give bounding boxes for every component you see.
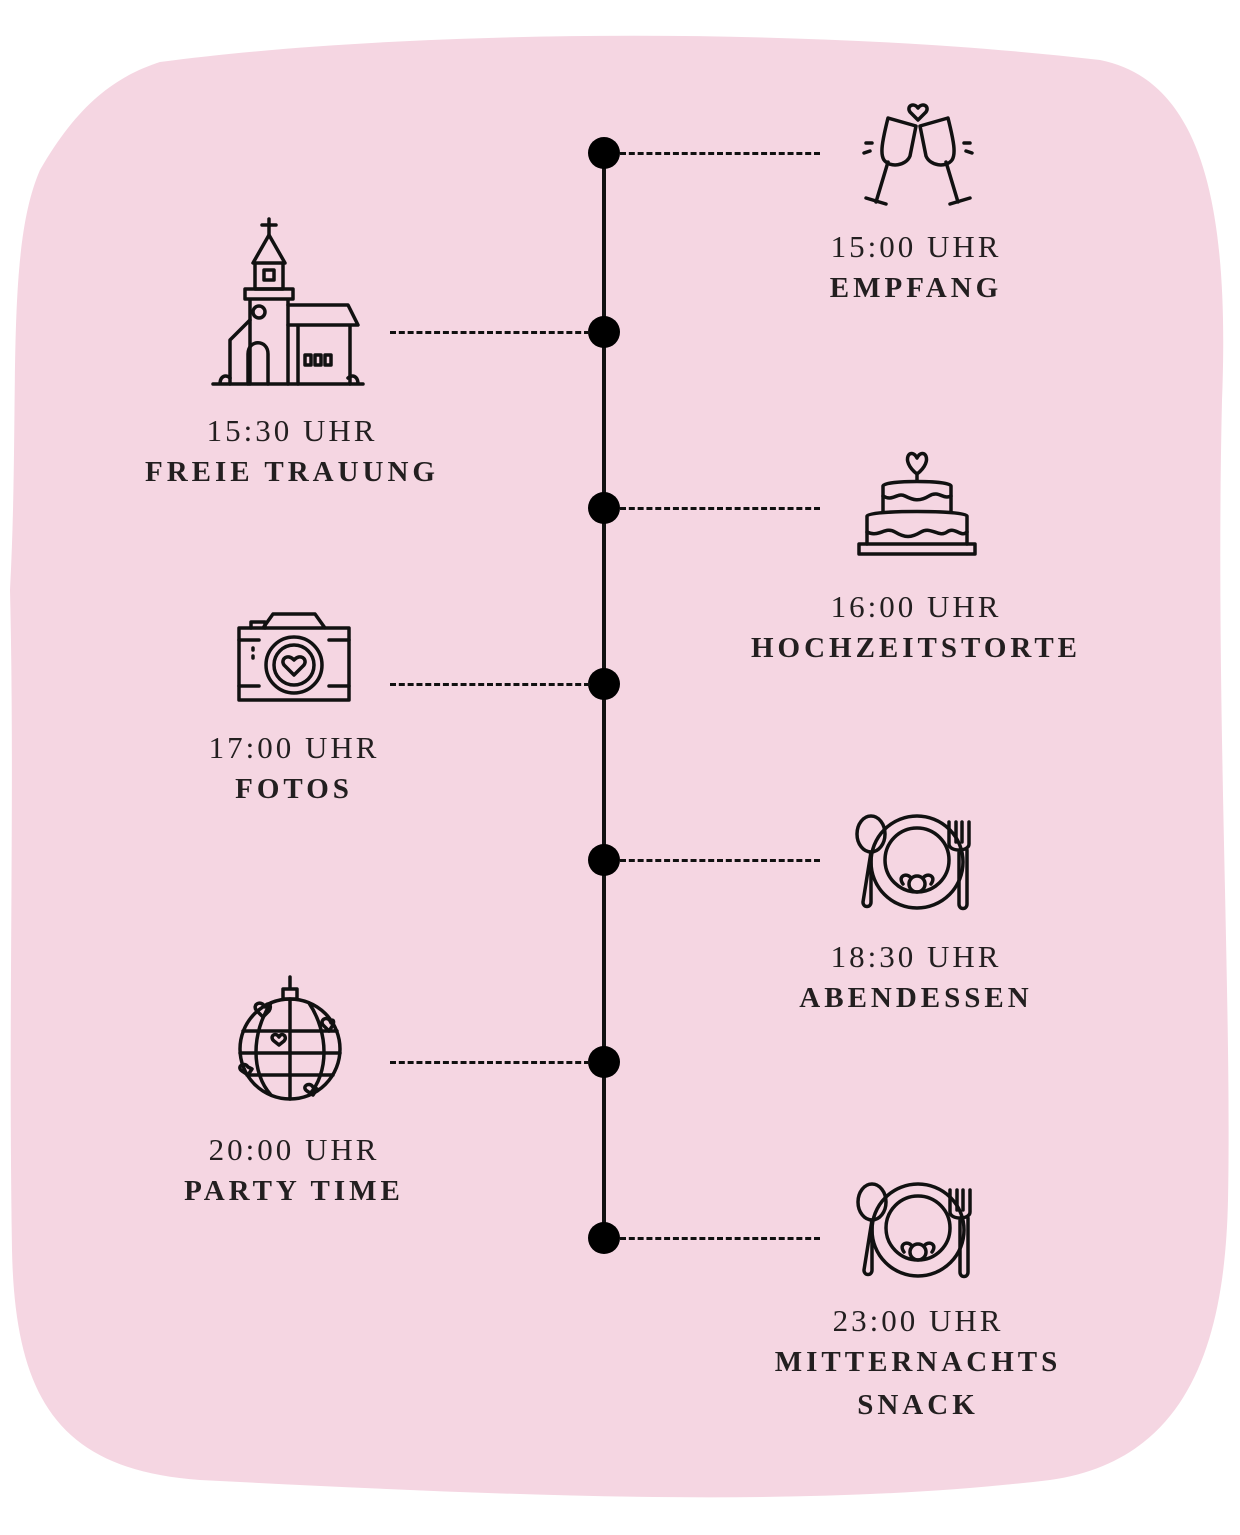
church-icon [211,217,365,386]
event-freie-trauung: 15:30 UHR FREIE TRAUUNG [82,411,502,494]
timeline-dot [588,1046,620,1078]
event-time: 23:00 UHR [832,1303,1004,1338]
timeline-dot [588,492,620,524]
event-title: HOCHZEITSTORTE [750,632,1082,664]
event-title: ABENDESSEN [799,982,1033,1014]
dinner-plate-icon [855,814,971,911]
event-party-time: 20:00 UHR PARTY TIME [84,1130,504,1213]
event-fotos: 17:00 UHR FOTOS [84,728,504,811]
event-time: 17:00 UHR [208,730,380,765]
event-abendessen: 18:30 UHR ABENDESSEN [706,937,1126,1020]
event-title-line-1: MITTERNACHTS [774,1346,1062,1378]
event-title: FREIE TRAUUNG [145,456,439,488]
connector-dashed [390,331,590,334]
connector-dashed [620,507,820,510]
event-title-line-2: SNACK [857,1389,979,1421]
champagne-glasses-icon [862,103,974,206]
timeline-dot [588,1222,620,1254]
connector-dashed [620,152,820,155]
wedding-cake-icon [857,451,977,556]
event-empfang: 15:00 UHR EMPFANG [706,227,1126,310]
event-time: 16:00 UHR [830,589,1002,624]
timeline-dot [588,844,620,876]
connector-dashed [390,683,590,686]
event-time: 18:30 UHR [830,939,1002,974]
timeline-dot [588,316,620,348]
connector-dashed [390,1061,590,1064]
event-hochzeitstorte: 16:00 UHR HOCHZEITSTORTE [706,587,1126,670]
event-title: FOTOS [235,773,353,805]
event-title: EMPFANG [829,272,1003,304]
event-mitternachts-snack: 23:00 UHR MITTERNACHTS SNACK [708,1301,1128,1427]
timeline-dot [588,137,620,169]
event-title: PARTY TIME [184,1175,404,1207]
camera-icon [237,612,351,702]
connector-dashed [620,1237,820,1240]
event-time: 15:30 UHR [206,413,378,448]
event-time: 20:00 UHR [208,1132,380,1167]
timeline-dot [588,668,620,700]
dinner-plate-icon [856,1182,972,1279]
event-time: 15:00 UHR [830,229,1002,264]
disco-ball-icon [238,975,342,1101]
connector-dashed [620,859,820,862]
